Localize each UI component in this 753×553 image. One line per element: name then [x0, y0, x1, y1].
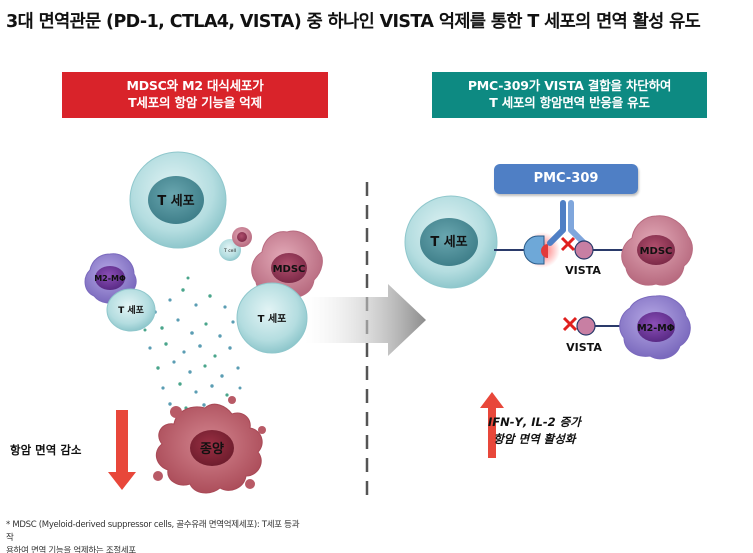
t-cell-right: T 세포 — [404, 195, 498, 289]
mdsc-small — [232, 227, 252, 247]
mdsc-left-label: MDSC — [273, 264, 306, 275]
right-banner-line-1: PMC-309가 VISTA 결합을 차단하여 — [467, 78, 672, 93]
right-banner: PMC-309가 VISTA 결합을 차단하여 T 세포의 항암면역 반응을 유… — [432, 72, 707, 118]
transition-arrow — [305, 284, 426, 356]
footnote-line-1: * MDSC (Myeloid-derived suppressor cells… — [6, 520, 300, 543]
immune-activation-line-1: IFN-Υ, IL-2 증가 — [488, 415, 581, 429]
right-banner-line-2: T 세포의 항암면역 반응을 유도 — [489, 95, 650, 110]
left-banner-line-2: T세포의 항암 기능을 억제 — [128, 95, 262, 110]
block-x-icon-2 — [562, 316, 578, 332]
t-cell-large-label: T 세포 — [157, 194, 194, 209]
immune-activation-label: IFN-Υ, IL-2 증가 항암 면역 활성화 — [488, 414, 581, 448]
mdsc-right: MDSC — [621, 215, 693, 286]
footnote: * MDSC (Myeloid-derived suppressor cells… — [6, 519, 306, 553]
t-cell-small-right: T 세포 — [236, 282, 308, 354]
m2-macrophage-right: M2-MΦ — [619, 295, 691, 360]
block-x-icon — [560, 236, 576, 252]
immune-decrease-label: 항암 면역 감소 — [10, 443, 82, 457]
immune-activation-line-2: 항암 면역 활성화 — [493, 432, 576, 446]
t-cell-small-right-label: T 세포 — [258, 312, 287, 325]
left-banner-line-1: MDSC와 M2 대식세포가 — [126, 78, 264, 93]
tumor-label: 종양 — [200, 442, 224, 457]
down-arrow-icon — [108, 410, 136, 490]
mdsc-right-label: MDSC — [640, 246, 673, 257]
pmc-309-box: PMC-309 — [494, 164, 638, 194]
vista-label-bottom: VISTA — [566, 341, 602, 354]
t-cell-right-label: T 세포 — [430, 235, 467, 250]
m2-left-label: M2-MΦ — [94, 274, 126, 283]
t-cell-small-left-label: T 세포 — [118, 304, 145, 316]
footnote-line-2: 용하여 면역 기능을 억제하는 조절세포 — [6, 546, 136, 553]
cytokine-dots — [143, 276, 242, 412]
tumor: 종양 — [153, 396, 266, 494]
up-arrow-icon — [480, 392, 504, 458]
receptor-icon — [523, 235, 548, 265]
antibody-icon — [547, 200, 587, 246]
page-title: 3대 면역관문 (PD-1, CTLA4, VISTA) 중 하나인 VISTA… — [6, 12, 701, 32]
t-cell-small-left: T 세포 — [106, 288, 156, 332]
m2-right-label: M2-MΦ — [637, 323, 675, 334]
t-cell-tiny-label: T cell — [223, 248, 236, 254]
vista-ligand-bottom — [576, 316, 626, 336]
vista-ligand-top — [574, 240, 628, 260]
vista-label-top: VISTA — [565, 264, 601, 277]
left-banner: MDSC와 M2 대식세포가 T세포의 항암 기능을 억제 — [62, 72, 328, 118]
t-cell-large: T 세포 — [129, 151, 227, 249]
